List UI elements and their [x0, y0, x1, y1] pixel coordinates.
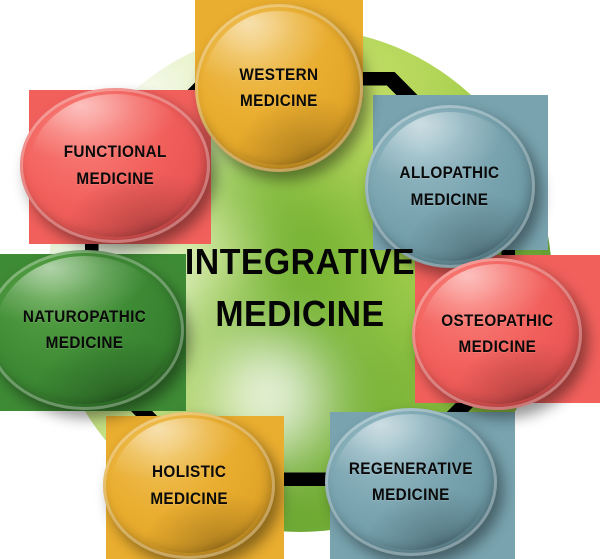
node-label-naturopathic: NATUROPATHIC MEDICINE [23, 304, 146, 357]
node-western-medicine[interactable]: WESTERN MEDICINE [195, 4, 363, 172]
node-label-allopathic: ALLOPATHIC MEDICINE [400, 160, 500, 213]
node-label-line2: MEDICINE [411, 189, 489, 209]
node-label-line2: MEDICINE [240, 91, 318, 110]
node-label-holistic: HOLISTIC MEDICINE [150, 459, 228, 512]
node-label-line2: MEDICINE [372, 485, 450, 504]
node-label-line2: MEDICINE [76, 168, 154, 188]
node-label-line1: FUNCTIONAL [63, 142, 167, 162]
node-label-line2: MEDICINE [46, 333, 124, 352]
node-label-line1: HOLISTIC [151, 462, 227, 482]
node-label-line1: NATUROPATHIC [23, 306, 147, 326]
node-label-regenerative: REGENERATIVE MEDICINE [349, 456, 473, 509]
node-label-functional: FUNCTIONAL MEDICINE [63, 139, 166, 192]
node-label-line2: MEDICINE [458, 337, 536, 356]
node-label-western: WESTERN MEDICINE [239, 62, 318, 115]
node-holistic-medicine[interactable]: HOLISTIC MEDICINE [103, 412, 275, 559]
center-title-line2: MEDICINE [215, 293, 385, 335]
node-label-line1: REGENERATIVE [349, 458, 473, 478]
node-functional-medicine[interactable]: FUNCTIONAL MEDICINE [20, 88, 210, 243]
center-title: INTEGRATIVE MEDICINE [159, 236, 441, 340]
node-label-line1: OSTEOPATHIC [440, 310, 554, 330]
node-label-osteopathic: OSTEOPATHIC MEDICINE [441, 308, 553, 361]
node-label-line2: MEDICINE [150, 488, 228, 508]
node-label-line1: ALLOPATHIC [400, 163, 500, 183]
node-regenerative-medicine[interactable]: REGENERATIVE MEDICINE [325, 408, 497, 556]
node-label-line1: WESTERN [239, 64, 319, 84]
center-title-line1: INTEGRATIVE [184, 241, 416, 282]
